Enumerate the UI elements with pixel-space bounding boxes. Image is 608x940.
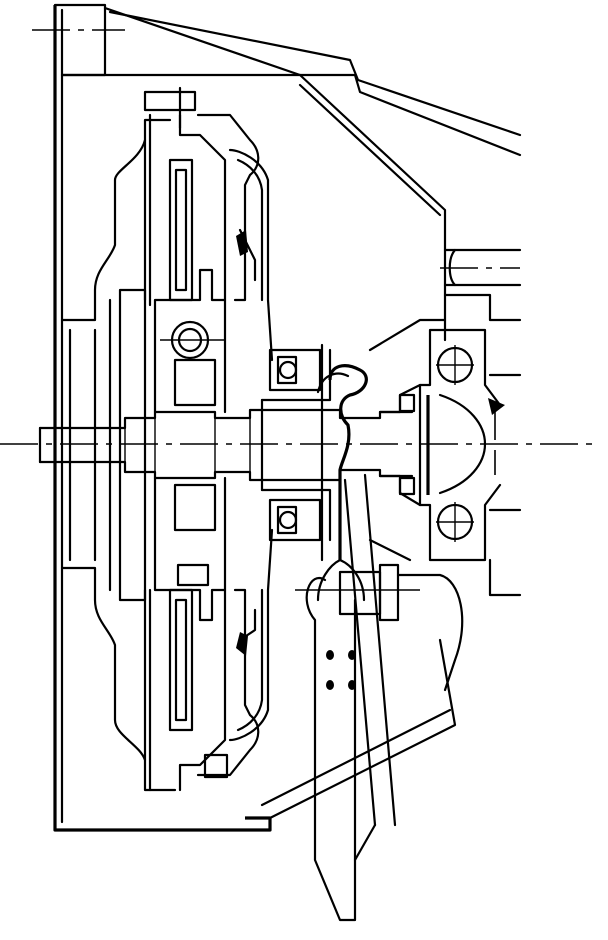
- gearbox-shaft: [443, 248, 522, 597]
- release-bearing: [260, 343, 332, 562]
- flywheel: [60, 113, 177, 792]
- clutch-disc: [153, 158, 229, 779]
- diaphragm-spring: [228, 148, 274, 742]
- pressure-plate: [143, 86, 260, 792]
- release-fork: [305, 364, 397, 922]
- guide-tube: [368, 318, 505, 562]
- input-shaft: [38, 408, 414, 482]
- pivot-bolt: [295, 563, 464, 692]
